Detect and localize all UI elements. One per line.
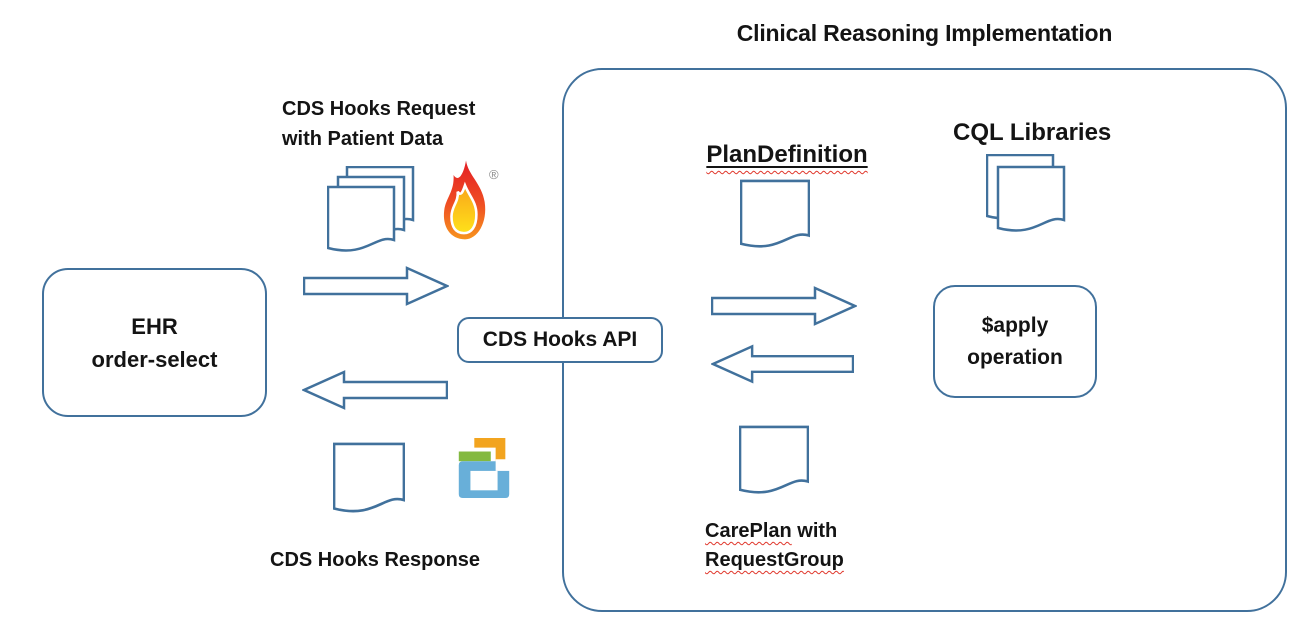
careplan-label-line2: RequestGroup — [705, 549, 844, 571]
careplan-label-word1: CarePlan — [705, 520, 792, 542]
plandefinition-document-icon — [740, 179, 810, 248]
request-document-stack-icon — [327, 166, 415, 252]
response-document-icon — [333, 442, 405, 513]
fhir-flame-icon — [443, 160, 486, 240]
cds-hooks-request-label-line2: with Patient Data — [282, 128, 444, 150]
arrow-left-response-icon — [302, 370, 448, 410]
apply-operation-node: $apply operation — [933, 285, 1097, 398]
cds-hooks-response-label: CDS Hooks Response — [270, 549, 481, 571]
clinical-reasoning-container — [562, 68, 1287, 612]
ehr-label-line2: order-select — [91, 346, 218, 372]
cds-hooks-api-label: CDS Hooks API — [482, 328, 638, 351]
careplan-label-word2: with — [791, 520, 838, 542]
cds-hooks-logo-icon — [458, 437, 512, 499]
cds-hooks-api-node: CDS Hooks API — [457, 317, 663, 363]
cds-hooks-request-label: CDS Hooks Request with Patient Data — [282, 94, 475, 154]
arrow-left-return-icon — [711, 344, 854, 384]
diagram-title: Clinical Reasoning Implementation — [736, 20, 1113, 46]
ehr-order-select-node: EHR order-select — [42, 268, 267, 417]
apply-label-line2: operation — [967, 345, 1063, 369]
cds-hooks-request-label-line1: CDS Hooks Request — [282, 98, 476, 120]
plandefinition-label-text: PlanDefinition — [706, 141, 868, 168]
arrow-right-request-icon — [303, 266, 449, 306]
cql-libraries-label: CQL Libraries — [953, 119, 1112, 146]
cql-document-stack-icon — [986, 154, 1066, 232]
apply-label-line1: $apply — [981, 313, 1049, 337]
registered-trademark-icon: ® — [489, 167, 499, 182]
arrow-right-apply-icon — [711, 286, 857, 326]
ehr-label-line1: EHR — [131, 313, 178, 339]
careplan-document-icon — [739, 425, 809, 494]
plandefinition-label: PlanDefinition — [698, 141, 876, 169]
careplan-label: CarePlan with RequestGroup — [705, 517, 844, 575]
